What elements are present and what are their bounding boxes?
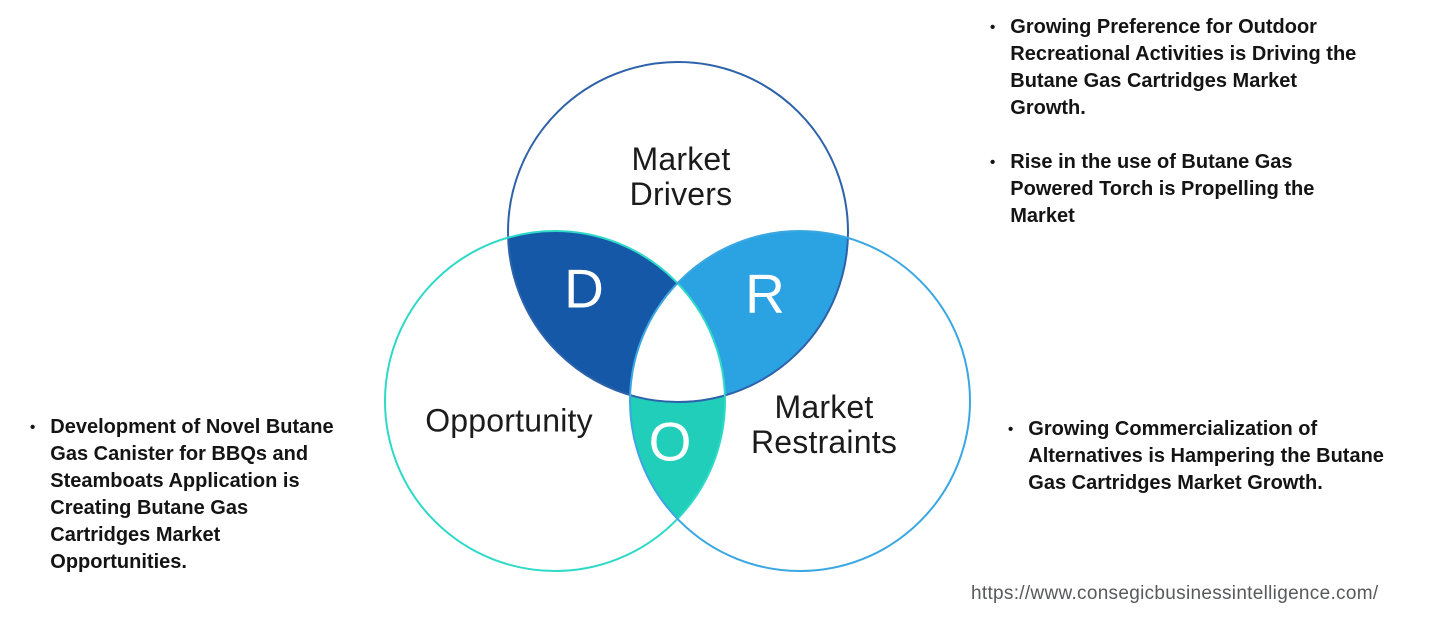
opportunity-note-text: Development of Novel Butane Gas Canister…: [50, 416, 334, 573]
source-url: https://www.consegicbusinessintelligence…: [971, 583, 1379, 604]
bullet-icon: •: [1008, 421, 1014, 438]
drivers-circle: [507, 61, 849, 403]
list-item: • Development of Novel Butane Gas Canist…: [30, 414, 390, 576]
bullet-icon: •: [30, 419, 36, 436]
bullet-icon: •: [990, 19, 996, 36]
driver-note-text: Rise in the use of Butane Gas Powered To…: [1010, 151, 1315, 227]
opportunity-notes: • Development of Novel Butane Gas Canist…: [30, 414, 390, 576]
restraints-circle: [629, 230, 971, 572]
bullet-icon: •: [990, 154, 996, 171]
restraints-notes: • Growing Commercialization of Alternati…: [1008, 416, 1438, 497]
opportunity-circle: [384, 230, 726, 572]
opportunity-circle-label: Opportunity: [425, 402, 593, 439]
list-item: • Growing Commercialization of Alternati…: [1008, 416, 1438, 497]
d-letter: D: [564, 257, 604, 320]
restraints-circle-label: Market Restraints: [750, 389, 898, 460]
list-item: • Growing Preference for Outdoor Recreat…: [990, 14, 1430, 122]
driver-note-text: Growing Preference for Outdoor Recreatio…: [1010, 16, 1357, 119]
restraint-note-text: Growing Commercialization of Alternative…: [1028, 418, 1384, 494]
o-letter: O: [648, 410, 692, 473]
r-letter: R: [745, 262, 785, 325]
drivers-notes: • Growing Preference for Outdoor Recreat…: [990, 14, 1430, 230]
list-item: • Rise in the use of Butane Gas Powered …: [990, 149, 1430, 230]
drivers-circle-label: Market Drivers: [629, 141, 733, 212]
